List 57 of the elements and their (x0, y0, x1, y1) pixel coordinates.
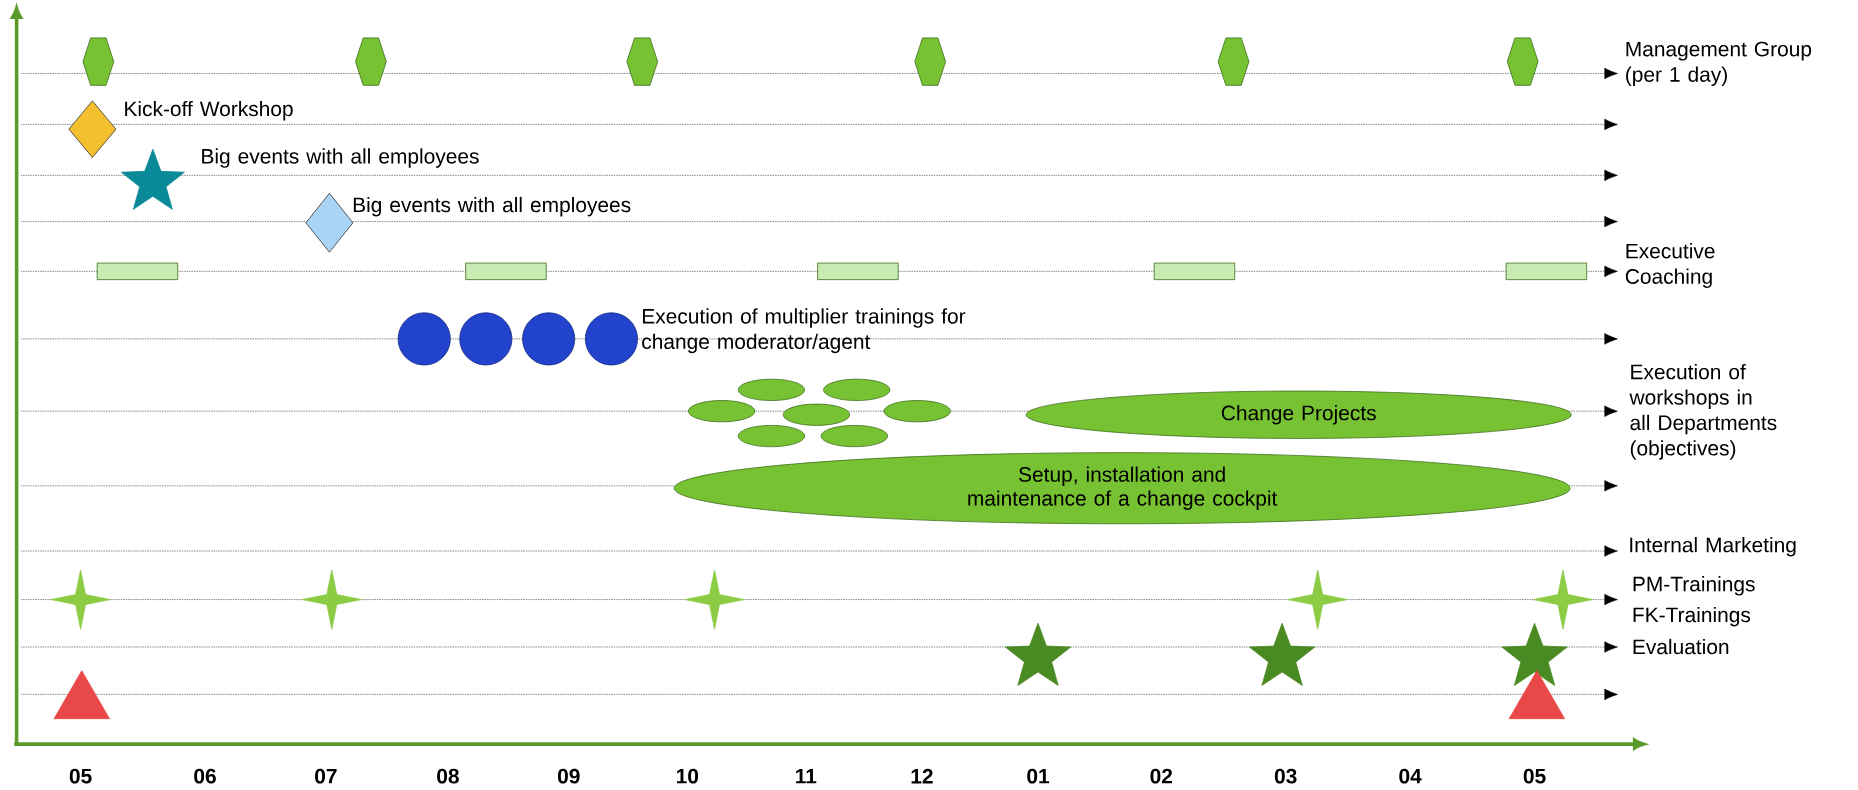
circle-marker (397, 312, 451, 366)
ellipse-marker (820, 424, 888, 447)
row-label: FK-Trainings (1633, 606, 1751, 627)
ellipse-marker (823, 378, 891, 401)
month-label: 09 (558, 768, 580, 784)
month-label: 02 (1150, 768, 1173, 784)
ellipse-marker (737, 424, 805, 447)
ellipse-marker (688, 399, 756, 423)
month-label: 06 (194, 768, 216, 784)
event-label: Big events with all employees (353, 196, 631, 217)
month-label: 05 (1523, 768, 1546, 784)
month-label: 10 (676, 768, 699, 784)
row-label: PM-Trainings (1633, 575, 1755, 596)
ellipse-box: Change Projects (1025, 390, 1572, 439)
month-label: 12 (911, 768, 933, 784)
month-label: 03 (1274, 768, 1297, 784)
ellipse-marker (883, 399, 951, 423)
star-marker (301, 569, 362, 630)
star-marker (684, 569, 745, 630)
star-marker (1287, 569, 1348, 630)
triangle-marker (53, 670, 110, 719)
month-label: 07 (315, 768, 337, 784)
star-marker (1249, 622, 1316, 686)
row-label: Execution of workshops in all Departments (objectives) (1629, 363, 1777, 460)
hexagon-marker (355, 37, 387, 86)
hexagon-marker (914, 37, 946, 86)
month-label: 08 (437, 768, 459, 784)
bar-marker (1153, 262, 1236, 280)
ellipse-marker (737, 378, 805, 401)
ellipse-box: Setup, installation and maintenance of a change cockpit (673, 452, 1571, 524)
month-label: 01 (1027, 768, 1050, 784)
star-marker (1501, 622, 1568, 686)
bar-marker (1505, 262, 1588, 280)
circle-marker (522, 312, 576, 366)
hexagon-marker (1217, 37, 1250, 86)
circle-marker (459, 312, 513, 366)
star-marker (50, 569, 111, 630)
row-label: Executive Coaching (1625, 242, 1715, 288)
star-marker (1532, 569, 1593, 630)
event-label: Kick-off Workshop (125, 100, 293, 121)
event-label: Big events with all employees (202, 148, 479, 168)
bar-marker (817, 262, 899, 280)
month-label: 11 (796, 768, 817, 784)
bar-marker (96, 262, 179, 280)
ellipse-marker (782, 403, 850, 426)
row-label: Evaluation (1633, 638, 1729, 655)
row-label: Internal Marketing (1630, 536, 1796, 557)
star-marker (1004, 622, 1072, 686)
month-label: 05 (69, 768, 92, 784)
triangle-marker (1508, 670, 1565, 719)
row-label: Management Group (per 1 day) (1626, 41, 1812, 86)
month-label: 04 (1399, 768, 1422, 784)
bar-marker (465, 262, 547, 280)
hexagon-marker (1506, 37, 1539, 86)
hexagon-marker (626, 37, 659, 86)
event-label: Execution of multiplier trainings for change moderator/agent (642, 308, 966, 353)
hexagon-marker (82, 37, 115, 86)
